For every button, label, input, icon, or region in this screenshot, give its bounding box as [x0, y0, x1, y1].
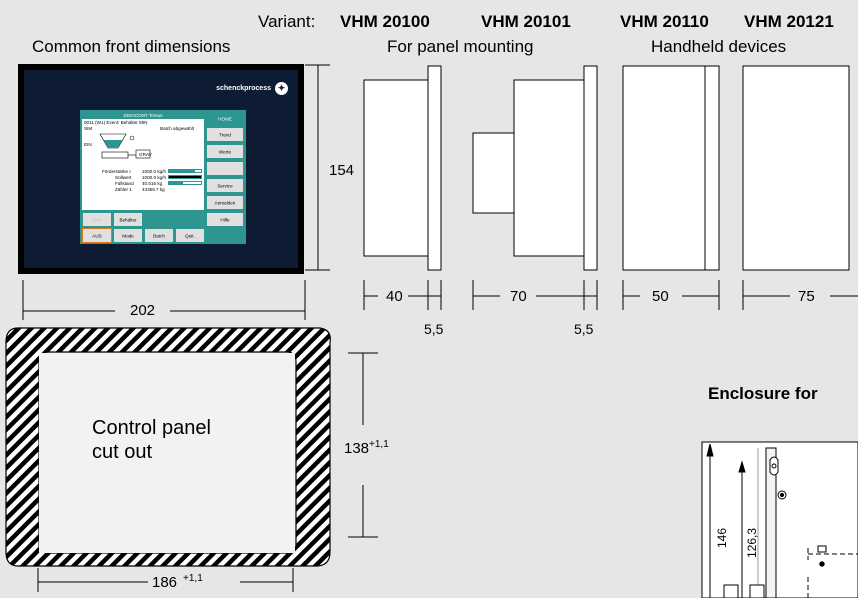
variant-vhm20121: VHM 20121 [744, 12, 834, 31]
cutout-label-line2: cut out [92, 441, 153, 463]
panel-bezel: schenckprocess ✦ DISOCONT Tersus 0011 (W… [24, 70, 298, 268]
display-row-1-bar [168, 169, 202, 173]
display-btn-mode[interactable]: Mode [113, 228, 143, 243]
display-btn-werte[interactable]: Werte [206, 144, 244, 159]
dim-186-base: 186 [152, 574, 178, 591]
display-btn-home[interactable]: HOME [206, 112, 244, 125]
dim-186-lines [37, 568, 294, 592]
cutout-label-line1: Control panel [92, 417, 211, 439]
dim-138-base: 138 [344, 440, 370, 457]
display-btn-trend[interactable]: Trend [206, 127, 244, 142]
display-btn-behaelter[interactable]: Behälter [113, 212, 143, 227]
handheld-title: Handheld devices [651, 37, 787, 56]
enclosure-dim-146: 146 [715, 527, 729, 548]
dim-70-label: 70 [510, 288, 527, 305]
side-view-vhm20121 [742, 65, 850, 271]
dim-138-label: 138+1,1 [344, 439, 389, 457]
display-row-2-label: Sollwert [115, 175, 132, 180]
common-front-title: Common front dimensions [32, 37, 231, 56]
dim-202-lines [22, 280, 306, 320]
hopper-icon [99, 133, 151, 159]
dim-5-5-label-a: 5,5 [424, 321, 444, 337]
display-row-4-label: Zähler 1 [115, 187, 132, 192]
variant-vhm20100: VHM 20100 [340, 12, 430, 31]
enclosure-dim-126-3: 126,3 [745, 527, 759, 558]
display-row-3-value: 40.516 kg [142, 181, 163, 186]
display-title: DISOCONT Tersus [82, 112, 204, 119]
display-btn-aus[interactable]: AUS [82, 228, 112, 243]
variant-label: Variant: [258, 12, 316, 31]
display-row-2-bar [168, 175, 202, 179]
display-row-2-value: 1000.0 kg/h [142, 175, 167, 180]
display-row-3-bar [168, 181, 202, 185]
display-btn-hilfe[interactable]: Hilfe [206, 212, 244, 227]
panel-mounting-title: For panel mounting [387, 37, 534, 56]
cutout-label: Control panel cut out [92, 416, 211, 464]
side-view-vhm20110 [622, 65, 720, 271]
display-btn-blank[interactable] [206, 161, 244, 176]
device-display: DISOCONT Tersus 0011 (W1) Event: Behälte… [80, 110, 246, 244]
dim-202-label: 202 [130, 302, 156, 319]
side-view-vhm20101 [472, 65, 598, 271]
dim-186-label: 186 +1,1 [152, 573, 203, 591]
dim-75-label: 75 [798, 288, 815, 305]
enclosure-drawing [701, 441, 858, 598]
dim-138-tol: +1,1 [369, 439, 389, 450]
display-row-1-label: Förderstärke I [102, 169, 131, 174]
display-screen: DISOCONT Tersus 0011 (W1) Event: Behälte… [82, 112, 204, 210]
depth-dim-lines [363, 280, 858, 310]
brand-name: schenckprocess [216, 85, 271, 92]
display-btn-quit[interactable]: Quit. [175, 228, 205, 243]
control-panel-cutout [39, 353, 295, 553]
enclosure-title: Enclosure for [708, 384, 818, 403]
display-btn-anmelden[interactable]: Anmelden [206, 195, 244, 210]
dim-50-label: 50 [652, 288, 669, 305]
dim-138-lines [348, 352, 378, 538]
dim-154-lines [305, 64, 330, 271]
display-grav: GRAV [139, 152, 152, 157]
front-panel-photo: schenckprocess ✦ DISOCONT Tersus 0011 (W… [18, 64, 304, 274]
display-ein: EIN [84, 142, 92, 147]
brand-logo: schenckprocess ✦ [216, 82, 288, 95]
display-row-3-label: Füllstand [115, 181, 134, 186]
side-view-vhm20100 [363, 65, 442, 271]
dim-154-label: 154 [329, 162, 355, 179]
dim-40-label: 40 [386, 288, 403, 305]
display-row-1-value: 1000.0 kg/h [142, 169, 167, 174]
display-row-4-value: 43358.7 kg [142, 187, 165, 192]
display-btn-batch[interactable]: Batch [144, 228, 174, 243]
display-btn-service[interactable]: Service [206, 178, 244, 193]
dim-186-tol: +1,1 [183, 573, 203, 584]
display-sim: SIM [84, 126, 93, 131]
dim-5-5-label-b: 5,5 [574, 321, 594, 337]
display-batch-status: Batch abgewählt [160, 126, 194, 131]
brand-logo-icon: ✦ [275, 82, 288, 95]
display-btn-ein[interactable]: EIN [82, 212, 112, 227]
variant-vhm20110: VHM 20110 [620, 12, 709, 31]
display-event: 0011 (W1) Event: Behälter MIN [84, 120, 148, 125]
variant-vhm20101: VHM 20101 [481, 12, 571, 31]
